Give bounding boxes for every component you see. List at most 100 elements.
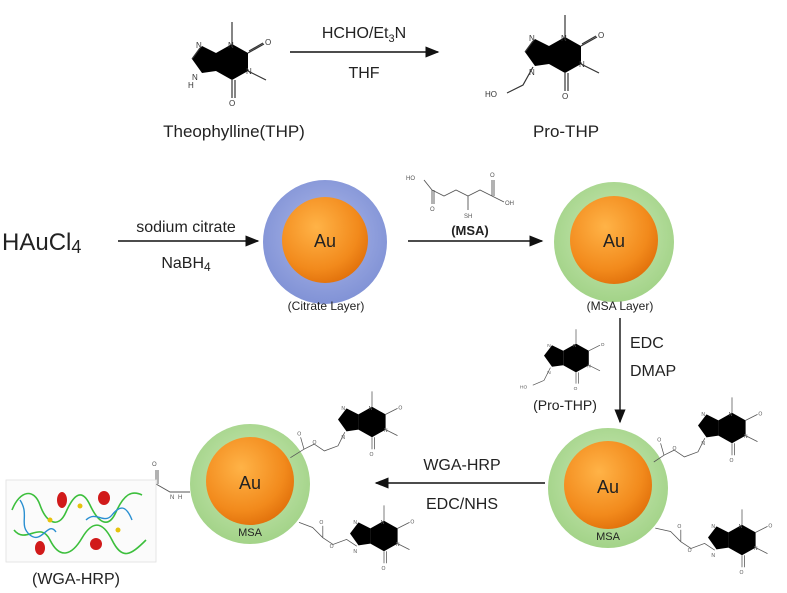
pro-thp-reagent-label: (Pro-THP) <box>533 397 597 413</box>
svg-text:O: O <box>657 438 661 444</box>
svg-text:N: N <box>711 553 715 559</box>
svg-text:O: O <box>410 519 414 525</box>
step2-reagent-nabh4: NaBH4 <box>161 255 211 274</box>
step5-reagent-edcnhs: EDC/NHS <box>426 496 498 513</box>
svg-text:N: N <box>341 406 345 412</box>
svg-text:N: N <box>754 546 758 552</box>
svg-text:N: N <box>729 412 733 418</box>
gold-core-label: Au <box>239 473 261 493</box>
svg-text:N: N <box>170 495 174 501</box>
svg-text:N: N <box>384 428 388 434</box>
svg-text:N: N <box>701 441 705 447</box>
atom-o2: O <box>265 38 271 47</box>
pro-thp-label: Pro-THP <box>533 122 599 141</box>
theophylline-structure: N N N N H O O <box>188 22 271 108</box>
svg-text:O: O <box>677 524 681 530</box>
msa-nanoparticle: Au <box>554 182 674 302</box>
svg-text:N: N <box>353 549 357 555</box>
msa-label: (MSA) <box>451 223 489 238</box>
atom-sh: SH <box>464 214 472 220</box>
atom-n3: N <box>579 60 585 69</box>
svg-text:H: H <box>178 495 182 501</box>
svg-text:O: O <box>319 520 323 526</box>
atom-o2: O <box>601 342 605 348</box>
citrate-nanoparticle: Au <box>263 180 387 304</box>
gold-core-label: Au <box>603 231 625 251</box>
pro-thp-small-structure: N N N N O O HO <box>520 329 605 392</box>
svg-text:N: N <box>341 435 345 441</box>
atom-o: O <box>490 173 495 179</box>
gold-core-label: Au <box>597 477 619 497</box>
msa-structure: HO O O OH SH <box>406 173 514 220</box>
msa-layer-label: (MSA Layer) <box>587 299 654 313</box>
svg-text:O: O <box>369 452 373 458</box>
atom-o6: O <box>229 99 235 108</box>
atom-n1: N <box>228 41 234 50</box>
gold-core-label: Au <box>314 231 336 251</box>
gold-core <box>282 197 368 283</box>
atom-ho: HO <box>485 90 497 99</box>
svg-text:O: O <box>330 544 334 550</box>
wga-hrp-label: (WGA-HRP) <box>32 571 120 588</box>
attached-thp-top: N N N N O O O O <box>653 397 762 464</box>
atom-o6: O <box>574 386 578 392</box>
svg-text:O: O <box>398 405 402 411</box>
svg-text:O: O <box>313 440 317 446</box>
step2-reagent-citrate: sodium citrate <box>136 219 236 236</box>
theophylline-label: Theophylline(THP) <box>163 122 305 141</box>
atom-n7: N <box>196 41 202 50</box>
svg-text:N: N <box>381 520 385 526</box>
step4-reagent-dmap: DMAP <box>630 363 676 380</box>
thp-nanoparticle: Au MSA <box>548 428 668 548</box>
atom-n3: N <box>587 364 591 370</box>
pro-thp-structure: N N N N O O HO <box>485 15 604 101</box>
step1-solvent: THF <box>348 65 379 82</box>
citrate-layer-label: (Citrate Layer) <box>288 299 365 313</box>
atom-n3: N <box>246 67 252 76</box>
msa-shell-label: MSA <box>238 527 263 539</box>
attached-thp-bottom: N N N N O O O O <box>655 509 772 576</box>
atom-n9: N <box>192 73 198 82</box>
gold-core <box>564 441 652 529</box>
haucl4-label: HAuCl4 <box>2 229 81 257</box>
gold-core <box>570 196 658 284</box>
atom-n7: N <box>529 34 535 43</box>
atom-h9: H <box>188 81 194 90</box>
atom-n7: N <box>547 343 551 349</box>
step4-reagent-edc: EDC <box>630 335 664 352</box>
atom-o6: O <box>562 92 568 101</box>
atom-n1: N <box>573 343 577 349</box>
svg-text:O: O <box>152 462 157 468</box>
svg-text:O: O <box>688 548 692 554</box>
atom-o: O <box>430 207 435 213</box>
svg-text:O: O <box>768 523 772 529</box>
svg-text:O: O <box>381 566 385 572</box>
atom-n9: N <box>547 370 551 376</box>
gold-core <box>206 437 294 525</box>
svg-text:O: O <box>673 446 677 452</box>
svg-text:N: N <box>711 524 715 530</box>
svg-text:O: O <box>758 411 762 417</box>
svg-text:N: N <box>353 520 357 526</box>
atom-o2: O <box>598 31 604 40</box>
svg-text:N: N <box>744 434 748 440</box>
atom-oh: OH <box>505 201 514 207</box>
wga-hrp-protein <box>5 479 157 563</box>
svg-text:O: O <box>297 432 301 438</box>
final-nanoparticle: Au MSA <box>190 424 310 544</box>
svg-text:O: O <box>729 458 733 464</box>
svg-text:N: N <box>701 412 705 418</box>
atom-ho: HO <box>406 176 415 182</box>
svg-text:N: N <box>396 542 400 548</box>
svg-text:N: N <box>739 524 743 530</box>
final-attached-thp-bottom: N N N N O O O O <box>298 505 414 572</box>
step1-reagent: HCHO/Et3N <box>322 25 406 45</box>
atom-n1: N <box>561 34 567 43</box>
msa-shell-label: MSA <box>596 531 621 543</box>
atom-n9: N <box>529 68 535 77</box>
svg-text:O: O <box>739 570 743 576</box>
svg-text:N: N <box>369 406 373 412</box>
final-attached-thp-top: N N N N O O O O <box>290 391 402 459</box>
step5-reagent-wga: WGA-HRP <box>423 457 500 474</box>
